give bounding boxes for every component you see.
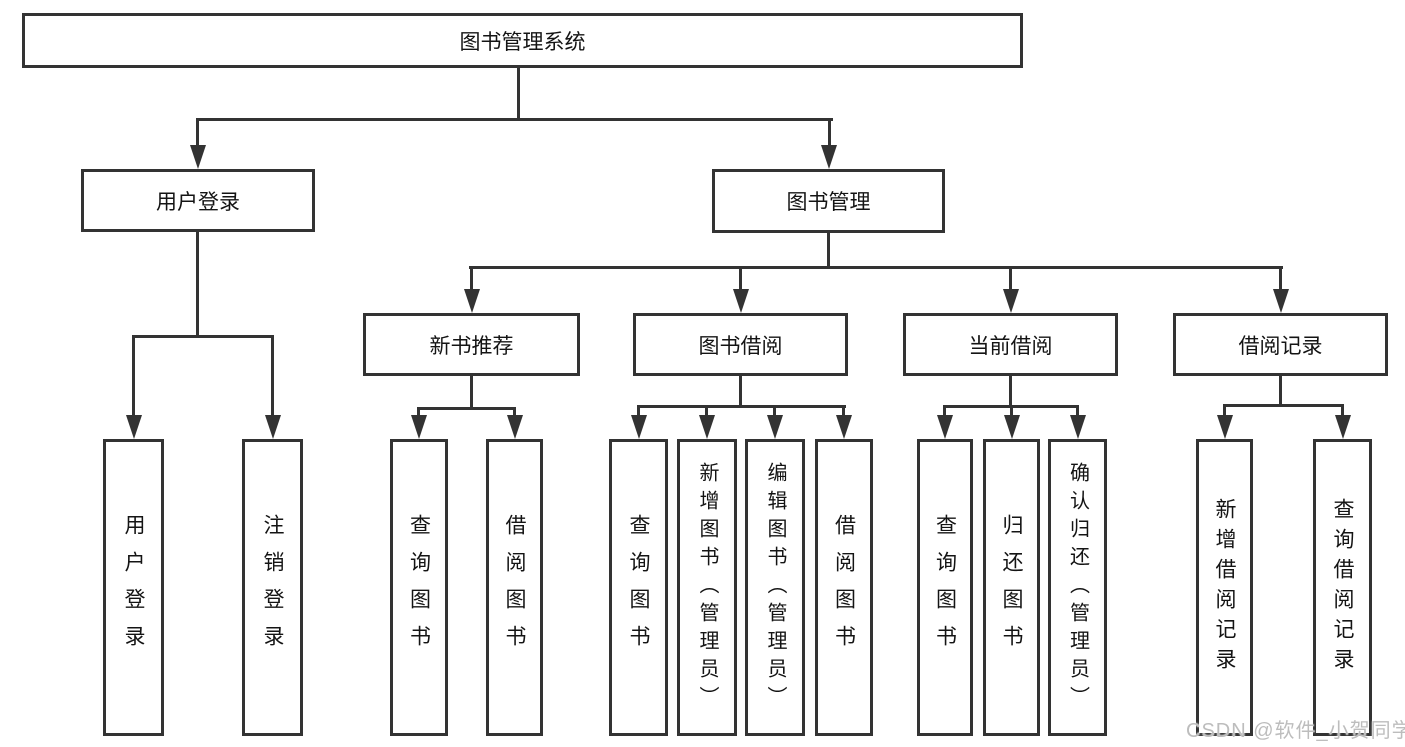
connector-line xyxy=(739,376,742,407)
connector-line xyxy=(1279,376,1282,405)
node-user-login-leaf: 用户登录 xyxy=(103,439,164,736)
node-label: 查询图书 xyxy=(933,513,957,662)
node-label: 图书借阅 xyxy=(698,334,783,358)
node-label: 借阅记录 xyxy=(1238,334,1323,358)
connector-line xyxy=(1009,268,1012,289)
node-label: 确认归还（管理员） xyxy=(1066,461,1089,714)
node-query-books: 查询图书 xyxy=(609,439,668,736)
node-book-management: 图书管理 xyxy=(712,169,945,233)
node-add-book-admin: 新增图书（管理员） xyxy=(677,439,737,736)
arrowhead-down-icon xyxy=(821,145,837,169)
node-query-books: 查询图书 xyxy=(917,439,973,736)
arrowhead-down-icon xyxy=(1273,289,1289,313)
arrowhead-down-icon xyxy=(1335,415,1351,439)
arrowhead-down-icon xyxy=(836,415,852,439)
connector-line xyxy=(470,376,473,407)
arrowhead-down-icon xyxy=(937,415,953,439)
node-current-borrowing: 当前借阅 xyxy=(903,313,1118,376)
connector-line xyxy=(132,335,274,338)
arrowhead-down-icon xyxy=(507,415,523,439)
node-logout-leaf: 注销登录 xyxy=(242,439,303,736)
connector-line xyxy=(517,68,520,121)
connector-line xyxy=(943,405,1079,408)
connector-line xyxy=(196,232,199,337)
arrowhead-down-icon xyxy=(1217,415,1233,439)
node-label: 查询图书 xyxy=(627,513,650,662)
node-label: 编辑图书（管理员） xyxy=(764,461,786,714)
arrowhead-down-icon xyxy=(1003,289,1019,313)
connector-line xyxy=(1223,406,1226,415)
connector-line xyxy=(1009,376,1012,407)
node-new-book-recommend: 新书推荐 xyxy=(363,313,580,376)
arrowhead-down-icon xyxy=(411,415,427,439)
connector-line xyxy=(943,407,946,415)
connector-line xyxy=(1223,404,1344,407)
node-label: 借阅图书 xyxy=(503,513,526,662)
arrowhead-down-icon xyxy=(699,415,715,439)
node-borrow-books: 借阅图书 xyxy=(815,439,873,736)
node-label: 注销登录 xyxy=(261,513,284,662)
connector-line xyxy=(1341,406,1344,415)
connector-line xyxy=(513,409,516,415)
node-label: 查询借阅记录 xyxy=(1331,497,1354,678)
node-add-borrow-record: 新增借阅记录 xyxy=(1196,439,1253,736)
node-borrowing-records: 借阅记录 xyxy=(1173,313,1388,376)
connector-line xyxy=(1010,407,1013,415)
connector-line xyxy=(196,118,199,147)
node-label: 图书管理 xyxy=(786,191,871,214)
node-query-borrow-record: 查询借阅记录 xyxy=(1313,439,1372,736)
node-label: 当前借阅 xyxy=(968,334,1053,358)
csdn-watermark: CSDN @软件_小贺同学 xyxy=(1186,720,1405,742)
connector-line xyxy=(828,118,831,147)
arrowhead-down-icon xyxy=(265,415,281,439)
node-label: 借阅图书 xyxy=(832,513,856,662)
connector-line xyxy=(271,337,274,415)
connector-line xyxy=(417,407,516,410)
connector-line xyxy=(470,268,473,289)
node-label: 图书管理系统 xyxy=(459,30,586,54)
connector-line xyxy=(469,266,1283,269)
connector-line xyxy=(196,118,833,121)
connector-line xyxy=(417,409,420,415)
node-confirm-return-admin: 确认归还（管理员） xyxy=(1048,439,1107,736)
node-label: 归还图书 xyxy=(1000,513,1023,662)
arrowhead-down-icon xyxy=(464,289,480,313)
connector-line xyxy=(827,233,830,268)
node-edit-book-admin: 编辑图书（管理员） xyxy=(745,439,805,736)
connector-line xyxy=(842,407,845,415)
arrowhead-down-icon xyxy=(733,289,749,313)
arrowhead-down-icon xyxy=(1004,415,1020,439)
connector-line xyxy=(132,337,135,415)
connector-line xyxy=(637,407,640,415)
node-label: 用户登录 xyxy=(156,190,240,214)
node-book-borrowing: 图书借阅 xyxy=(633,313,848,376)
arrowhead-down-icon xyxy=(190,145,206,169)
node-return-books: 归还图书 xyxy=(983,439,1040,736)
connector-line xyxy=(773,407,776,415)
node-label: 新增借阅记录 xyxy=(1213,497,1236,678)
connector-line xyxy=(637,405,846,408)
node-label: 新增图书（管理员） xyxy=(696,461,718,714)
arrowhead-down-icon xyxy=(1070,415,1086,439)
node-label: 新书推荐 xyxy=(429,334,514,358)
arrowhead-down-icon xyxy=(767,415,783,439)
node-library-management-system: 图书管理系统 xyxy=(22,13,1023,68)
connector-line xyxy=(739,268,742,289)
connector-line xyxy=(1076,407,1079,415)
arrowhead-down-icon xyxy=(126,415,142,439)
node-borrow-books: 借阅图书 xyxy=(486,439,543,736)
node-label: 用户登录 xyxy=(122,513,145,662)
node-user-login: 用户登录 xyxy=(81,169,315,232)
arrowhead-down-icon xyxy=(631,415,647,439)
node-query-books: 查询图书 xyxy=(390,439,448,736)
connector-line xyxy=(705,407,708,415)
node-label: 查询图书 xyxy=(407,513,431,662)
connector-line xyxy=(1279,268,1282,289)
